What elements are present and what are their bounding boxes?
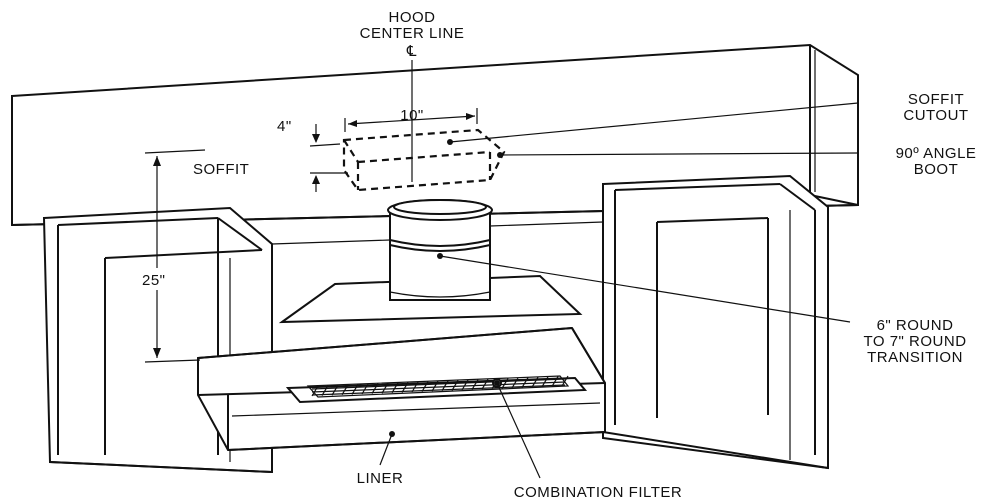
filter-mesh-line xyxy=(431,380,439,392)
leader-lines xyxy=(379,102,859,479)
dim-4-inch xyxy=(309,124,348,192)
filter-mesh-line xyxy=(411,381,419,393)
filter-mesh-line xyxy=(441,380,449,392)
soffit-cutout-label-1: SOFFIT xyxy=(908,91,964,108)
filter-mesh-line xyxy=(361,383,369,395)
filter-mesh-line xyxy=(391,382,399,394)
angle-boot-label-2: BOOT xyxy=(914,161,959,178)
centerline-symbol: ℄ xyxy=(406,43,417,60)
soffit-label: SOFFIT xyxy=(193,161,249,178)
back-wall-edge-right xyxy=(489,221,604,227)
filter-mesh-line xyxy=(371,383,379,394)
filter-mesh-line xyxy=(331,384,339,396)
dim-10-inch xyxy=(344,108,478,132)
filter-mesh-line xyxy=(311,385,319,397)
dim-25-inch xyxy=(144,149,206,363)
filter-mesh-line xyxy=(561,375,569,387)
filter-mesh-line xyxy=(521,377,529,388)
filter-mesh-line xyxy=(541,376,549,388)
hood-label: HOOD xyxy=(389,9,436,26)
filter-mesh-line xyxy=(421,381,429,392)
filter-mesh-line xyxy=(401,382,409,393)
center-line-label: CENTER LINE xyxy=(360,25,465,42)
transition-label-3: TRANSITION xyxy=(867,349,963,366)
angle-boot-dashed xyxy=(342,128,506,192)
filter-mesh-line xyxy=(351,384,359,395)
filter-mesh-line xyxy=(311,384,566,396)
filter-mesh-line xyxy=(461,379,469,391)
filter-mesh-line xyxy=(511,377,519,389)
dim-25-label: 25" xyxy=(142,272,166,289)
filter-mesh-line xyxy=(341,384,349,396)
filter-mesh-line xyxy=(311,378,566,390)
transition-label-1: 6" ROUND xyxy=(877,317,954,334)
dim-4-label: 4" xyxy=(277,118,292,135)
filter-mesh-line xyxy=(551,376,559,387)
combination-filter-panel xyxy=(285,375,588,404)
soffit-cutout-label-2: CUTOUT xyxy=(903,107,968,124)
angle-boot-label-1: 90º ANGLE xyxy=(896,145,977,162)
transition-label-2: TO 7" ROUND xyxy=(863,333,966,350)
filter-mesh-line xyxy=(471,379,479,390)
filter-mesh-line xyxy=(451,380,459,391)
back-wall-edge xyxy=(271,239,391,245)
filter-mesh-line xyxy=(501,378,509,389)
filter-mesh-line xyxy=(321,385,329,396)
dim-10-label: 10" xyxy=(400,107,424,124)
liner-label: LINER xyxy=(357,470,404,487)
round-transition-duct xyxy=(387,199,493,301)
filter-mesh-line xyxy=(311,381,566,393)
filter-mesh-line xyxy=(531,376,539,388)
right-cabinet xyxy=(602,174,829,470)
combination-filter-label: COMBINATION FILTER xyxy=(514,484,682,501)
filter-mesh-line xyxy=(381,382,389,394)
filter-mesh-line xyxy=(481,378,489,390)
